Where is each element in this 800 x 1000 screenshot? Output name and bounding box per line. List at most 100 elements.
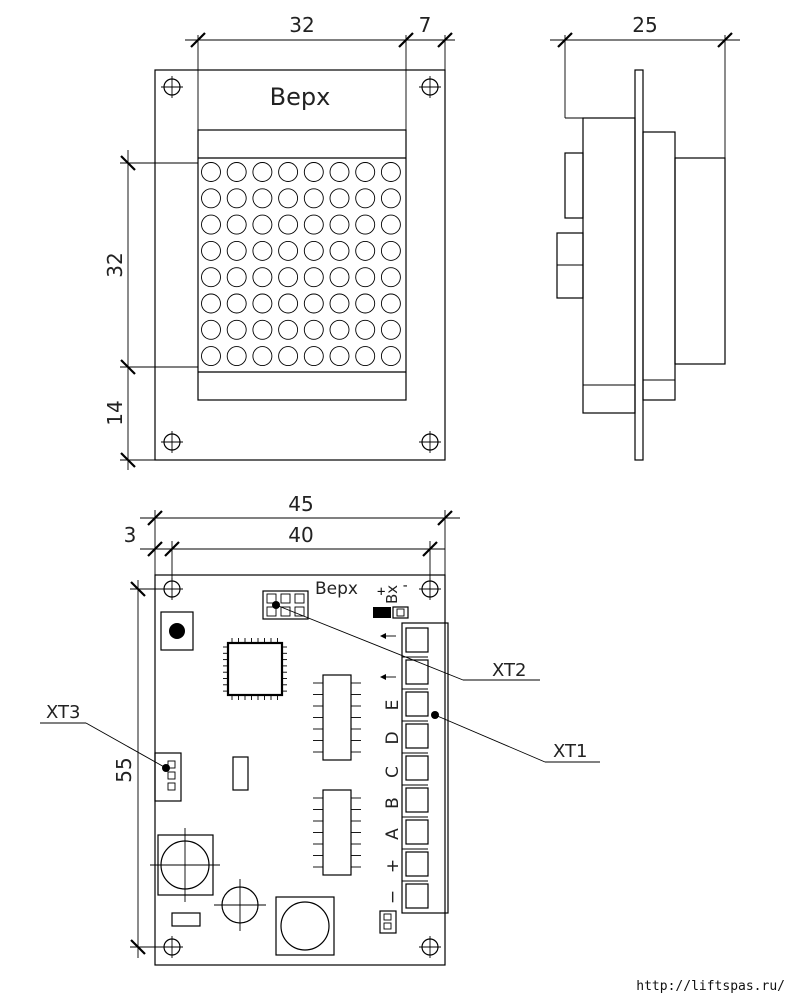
xt1-pin-label: C xyxy=(383,766,403,778)
led-dot xyxy=(329,346,350,367)
xt1-pin-label: − xyxy=(383,890,403,904)
input-label: Вх xyxy=(383,585,401,604)
led-dot xyxy=(329,162,350,182)
input-jumper xyxy=(373,606,409,619)
mounting-hole-icon xyxy=(419,76,441,98)
led-dot xyxy=(252,240,273,261)
led-dot xyxy=(252,293,273,314)
led-dot xyxy=(278,293,299,314)
led-dot xyxy=(201,162,221,182)
led-dot xyxy=(380,346,401,367)
dip-chip-upper xyxy=(313,674,361,761)
led-dot xyxy=(278,188,299,209)
mounting-hole-icon xyxy=(419,431,441,453)
front-view: Верх 32 7 32 14 xyxy=(103,13,455,470)
arrow-icon xyxy=(380,633,396,639)
terminal-cell xyxy=(405,659,429,685)
led-dot xyxy=(252,214,273,235)
front-panel-outline xyxy=(154,69,446,461)
led-dot xyxy=(278,162,299,182)
led-dot xyxy=(252,267,273,288)
xt2-header xyxy=(262,590,309,620)
terminal-cell xyxy=(405,787,429,813)
led-dot xyxy=(226,162,247,182)
led-dot xyxy=(329,293,350,314)
led-dot xyxy=(226,319,247,340)
led-dot xyxy=(355,293,376,314)
led-dot xyxy=(226,267,247,288)
led-dot xyxy=(355,319,376,340)
button-dot-icon xyxy=(169,623,185,639)
large-component-square xyxy=(150,828,220,902)
led-dot xyxy=(380,293,401,314)
led-dot xyxy=(278,214,299,235)
led-dot xyxy=(329,240,350,261)
minus-label: - xyxy=(401,578,409,594)
led-dot xyxy=(278,240,299,261)
plus-label: + xyxy=(377,584,385,600)
side-connector-upper xyxy=(564,152,584,219)
microcontroller-chip xyxy=(223,638,287,700)
led-dot xyxy=(380,267,401,288)
led-dot xyxy=(226,188,247,209)
led-dot xyxy=(226,346,247,367)
side-view: 25 xyxy=(550,13,740,461)
xt3-label: XT3 xyxy=(46,702,80,723)
side-pcb-body xyxy=(582,117,636,414)
led-dot xyxy=(201,214,221,235)
led-dot xyxy=(329,319,350,340)
led-dot xyxy=(252,188,273,209)
led-matrix-frame xyxy=(197,129,407,401)
led-dot xyxy=(380,162,401,182)
speaker-component xyxy=(275,896,335,956)
side-matrix-block xyxy=(642,131,676,401)
xt3-marker-dot xyxy=(162,764,170,772)
led-dot xyxy=(201,240,221,261)
dim-front-bottom: 14 xyxy=(103,400,127,425)
small-resistor xyxy=(171,912,201,927)
small-jumper xyxy=(379,910,397,934)
dim-front-width: 32 xyxy=(289,13,314,37)
led-dot xyxy=(201,319,221,340)
mounting-hole-icon xyxy=(161,76,183,98)
xt2-label: XT2 xyxy=(492,660,526,681)
led-dot xyxy=(252,162,273,182)
led-dot xyxy=(329,267,350,288)
dim-front-height: 32 xyxy=(103,252,127,277)
xt1-pin-label: B xyxy=(383,797,403,809)
led-dot xyxy=(201,346,221,367)
led-matrix-8x8 xyxy=(201,162,401,367)
dim-front-margin: 7 xyxy=(419,13,432,37)
led-dot xyxy=(226,240,247,261)
led-dot xyxy=(201,188,221,209)
xt2-marker-dot xyxy=(272,601,280,609)
board-top-label: Верх xyxy=(315,579,358,599)
dim-board-height: 55 xyxy=(112,757,136,782)
led-dot xyxy=(278,346,299,367)
led-dot xyxy=(380,240,401,261)
xt1-label: XT1 xyxy=(553,741,587,762)
led-dot xyxy=(278,267,299,288)
led-dot xyxy=(355,162,376,182)
led-dot xyxy=(226,293,247,314)
led-dot xyxy=(303,188,324,209)
xt1-pin-label: E xyxy=(383,700,403,711)
led-dot xyxy=(303,162,324,182)
led-dot xyxy=(355,346,376,367)
xt3-connector xyxy=(154,752,182,802)
led-dot xyxy=(380,188,401,209)
xt1-terminal-block xyxy=(401,622,449,914)
led-dot xyxy=(201,267,221,288)
small-component xyxy=(232,756,249,791)
led-dot xyxy=(252,319,273,340)
dim-side-depth: 25 xyxy=(632,13,657,37)
xt1-pin-label: A xyxy=(383,828,403,840)
led-dot xyxy=(329,214,350,235)
terminal-cell xyxy=(405,691,429,717)
round-component xyxy=(214,879,266,931)
arrow-icon xyxy=(380,674,396,680)
xt1-pin-label: D xyxy=(383,731,403,744)
